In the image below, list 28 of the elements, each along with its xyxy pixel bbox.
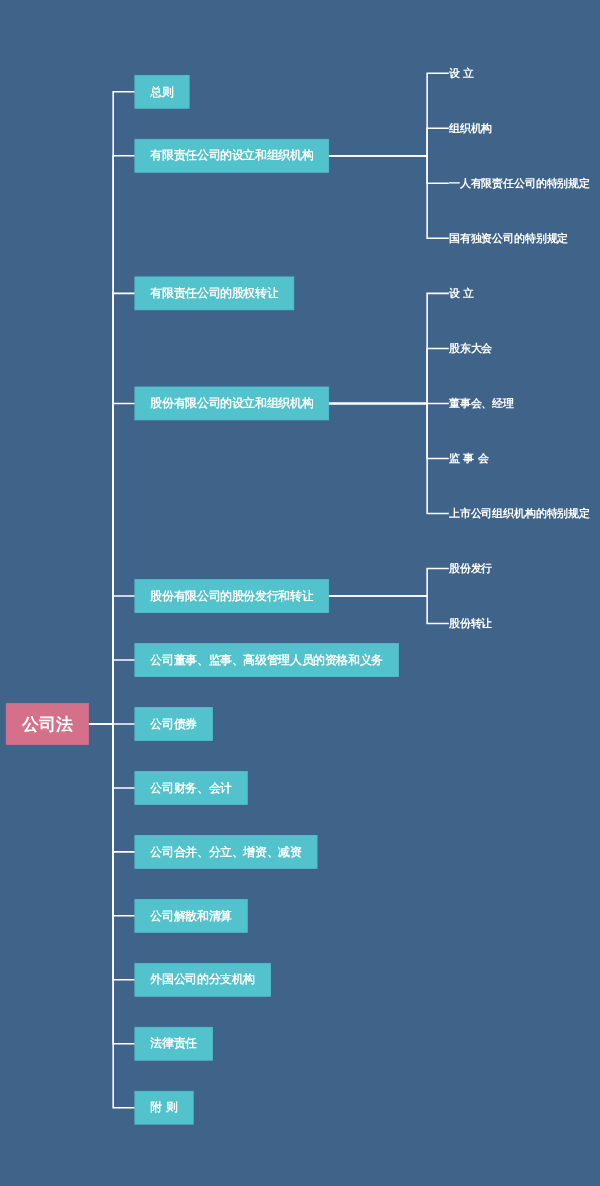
topic-box: 公司董事、监事、高级管理人员的资格和义务 (134, 643, 399, 678)
connector-line (327, 403, 450, 515)
topic-box: 有限责任公司的设立和组织机构 (134, 139, 330, 173)
subtopic-text: 设 立 (448, 66, 475, 80)
topic-box: 公司财务、会计 (134, 771, 248, 806)
subtopic-text: 股份发行 (448, 562, 493, 575)
subtopic-text: 设 立 (448, 287, 475, 300)
topic-box: 有限责任公司的股权转让 (134, 276, 295, 311)
topic-box: 外国公司的分支机构 (134, 963, 271, 997)
connector-line (327, 155, 450, 240)
root-topic-box: 公司法 (5, 703, 89, 746)
subtopic-text: 监 事 会 (448, 452, 489, 465)
subtopic-text: 一人有限责任公司的特别规定 (448, 177, 590, 190)
topic-box: 法律责任 (134, 1027, 213, 1061)
topic-box: 公司解散和清算 (134, 899, 248, 933)
topic-box: 总则 (134, 75, 190, 109)
subtopic-text: 董事会、经理 (448, 397, 514, 410)
topic-box: 股份有限公司的设立和组织机构 (134, 386, 330, 421)
subtopic-text: 股份转让 (448, 617, 493, 630)
subtopic-text: 组织机构 (448, 122, 493, 135)
topic-box: 公司合并、分立、增资、减资 (134, 835, 318, 870)
subtopic-text: 股东大会 (448, 342, 493, 355)
topic-box: 附 则 (134, 1091, 194, 1125)
connector-line (327, 595, 450, 625)
topic-box: 股份有限公司的股份发行和转让 (134, 579, 330, 614)
topic-box: 公司债券 (134, 707, 213, 742)
subtopic-text: 国有独资公司的特别规定 (448, 232, 569, 245)
subtopic-text: 上市公司组织机构的特别规定 (448, 507, 590, 520)
